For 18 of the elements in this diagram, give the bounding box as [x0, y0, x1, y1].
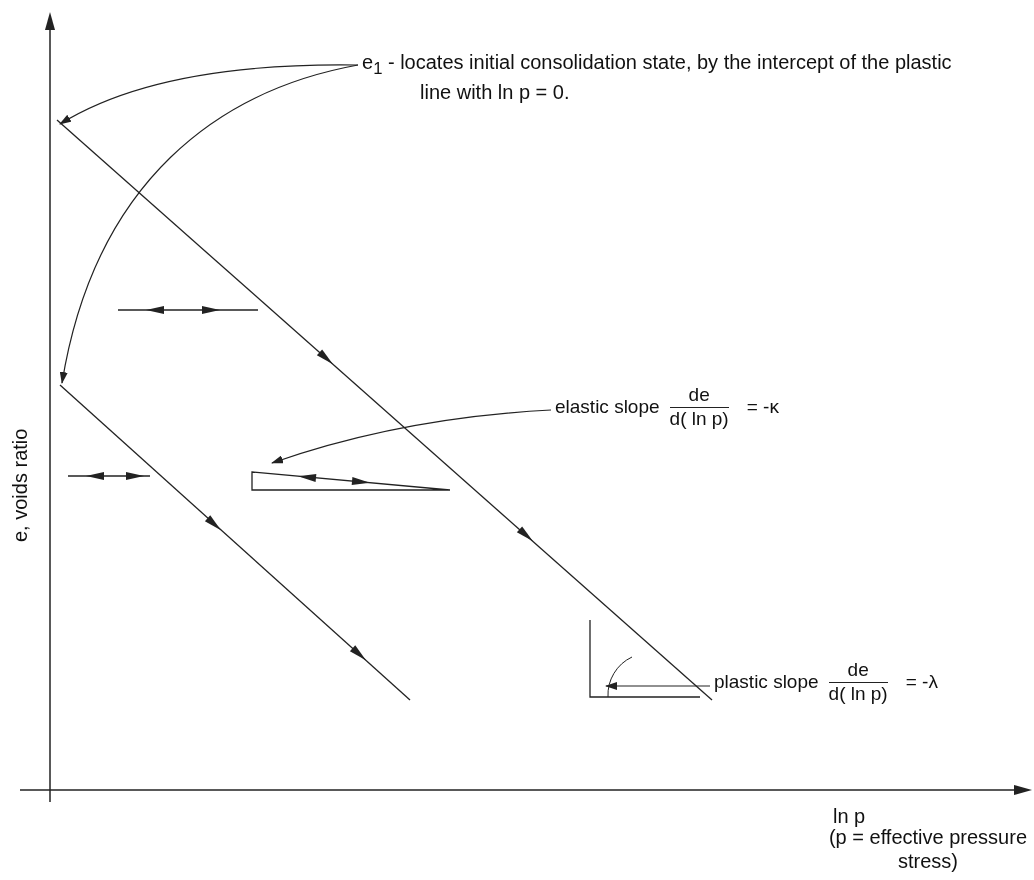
leader-line: [271, 409, 552, 464]
axis-label: e, voids ratio: [8, 428, 32, 542]
formula-label: plastic slope: [714, 671, 819, 693]
plastic-slope-triangle: [589, 619, 701, 698]
formula-value: = -λ: [905, 671, 938, 693]
fraction-numerator: de: [688, 385, 710, 406]
formula-label: elastic slope: [555, 396, 660, 418]
axis-label: ln p: [833, 804, 866, 828]
leader-line: [605, 682, 711, 690]
formula-value: = -κ: [746, 396, 779, 418]
leader-line: [59, 64, 359, 125]
annotation-text: e$_{1}$ - locates initial consolidation state, by the intercept of the plastic line with ln p = 0.: [362, 50, 968, 105]
fraction-numerator: de: [847, 660, 869, 681]
fraction-denominator: d( ln p): [828, 683, 888, 705]
fraction-denominator: d( ln p): [669, 408, 729, 430]
axis-note: (p = effective pressure stress): [827, 826, 1029, 873]
elastic-slope-triangle: [251, 471, 451, 491]
leader-line: [60, 64, 359, 384]
